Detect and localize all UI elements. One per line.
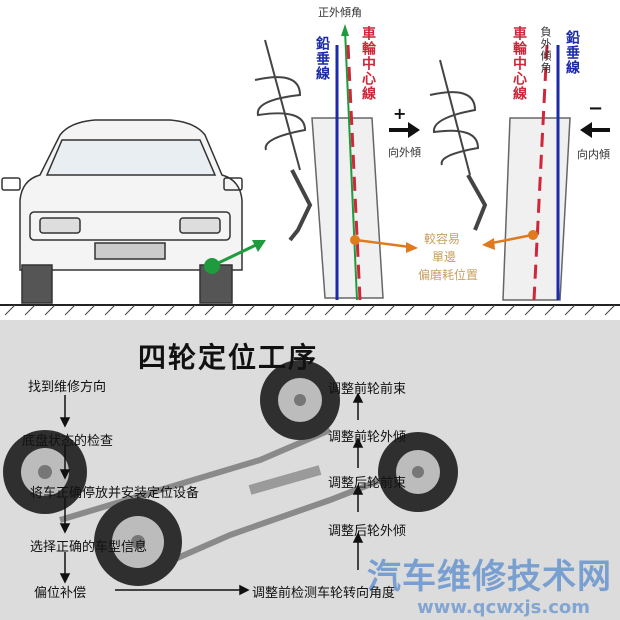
left-strut-icon — [254, 39, 313, 242]
right-strut-icon — [429, 59, 488, 231]
site-watermark-url: www.qcwxjs.com — [417, 597, 590, 618]
negative-camber-label: 負外傾角 — [539, 26, 552, 74]
outward-arrow-icon — [389, 122, 420, 138]
left-flow-arrows — [59, 395, 250, 596]
ground-hatch — [4, 304, 616, 316]
center-line-label-right: 車輪中心線 — [511, 26, 527, 101]
rear-left-wheel-icon — [260, 360, 340, 440]
step-find-direction: 找到维修方向 — [28, 380, 107, 395]
alignment-procedure-panel: 四轮定位工序 找到维修方向 底盘状态的检查 将车正确停放并安装定位设备 选择正确… — [0, 320, 620, 620]
left-tire-icon — [311, 117, 384, 299]
chassis-frame-icon — [59, 427, 422, 573]
left-wear-point — [350, 235, 360, 245]
outward-tilt-label: 向外傾 — [388, 146, 421, 159]
front-left-wheel-icon — [3, 430, 87, 514]
camber-illustration — [0, 24, 620, 316]
site-watermark: 汽车维修技术网 — [367, 557, 612, 597]
step-front-toe: 调整前轮前束 — [328, 382, 407, 397]
plumb-line-label-right: 鉛垂線 — [564, 30, 580, 75]
inward-tilt-label: 向内傾 — [577, 148, 610, 161]
camber-diagram-panel: 正外傾角 鉛垂線 車輪中心線 + 向外傾 車輪中心線 負外傾角 鉛垂線 − 向内… — [0, 6, 620, 316]
minus-sign: − — [588, 98, 604, 119]
car-front-illustration — [1, 119, 243, 304]
right-wear-arrow-icon — [482, 233, 533, 250]
left-camber-indicator — [344, 29, 358, 301]
chassis-illustration — [3, 360, 458, 596]
wear-label-line2: 單邊 — [432, 250, 457, 264]
step-park-install: 将车正确停放并安装定位设备 — [30, 486, 200, 501]
step-check-steering-angle: 调整前检测车轮转向角度 — [252, 586, 396, 601]
front-right-wheel-icon — [94, 498, 182, 586]
procedure-title: 四轮定位工序 — [138, 341, 319, 374]
plumb-line-label-left: 鉛垂線 — [314, 36, 330, 81]
inward-arrow-icon — [580, 122, 610, 138]
step-select-model: 选择正确的车型信息 — [30, 540, 148, 555]
plus-sign: + — [393, 104, 407, 123]
green-up-arrow-icon — [341, 24, 349, 36]
positive-camber-label: 正外傾角 — [318, 6, 362, 19]
right-wear-point — [528, 230, 538, 240]
step-front-camber: 调整前轮外倾 — [328, 430, 407, 445]
step-rear-toe: 调整后轮前束 — [328, 476, 407, 491]
wear-label-line1: 較容易 — [424, 232, 461, 246]
left-wear-arrow-icon — [355, 238, 418, 253]
center-line-label-left: 車輪中心線 — [360, 26, 376, 101]
rear-right-wheel-icon — [378, 432, 458, 512]
step-runout-compensation: 偏位补偿 — [34, 586, 87, 601]
right-flow-arrows — [352, 392, 364, 570]
step-chassis-check: 底盘状态的检查 — [22, 434, 114, 449]
green-arrow-icon — [211, 240, 266, 268]
wear-label-line3: 偏磨耗位置 — [418, 268, 479, 282]
step-rear-camber: 调整后轮外倾 — [328, 524, 407, 539]
